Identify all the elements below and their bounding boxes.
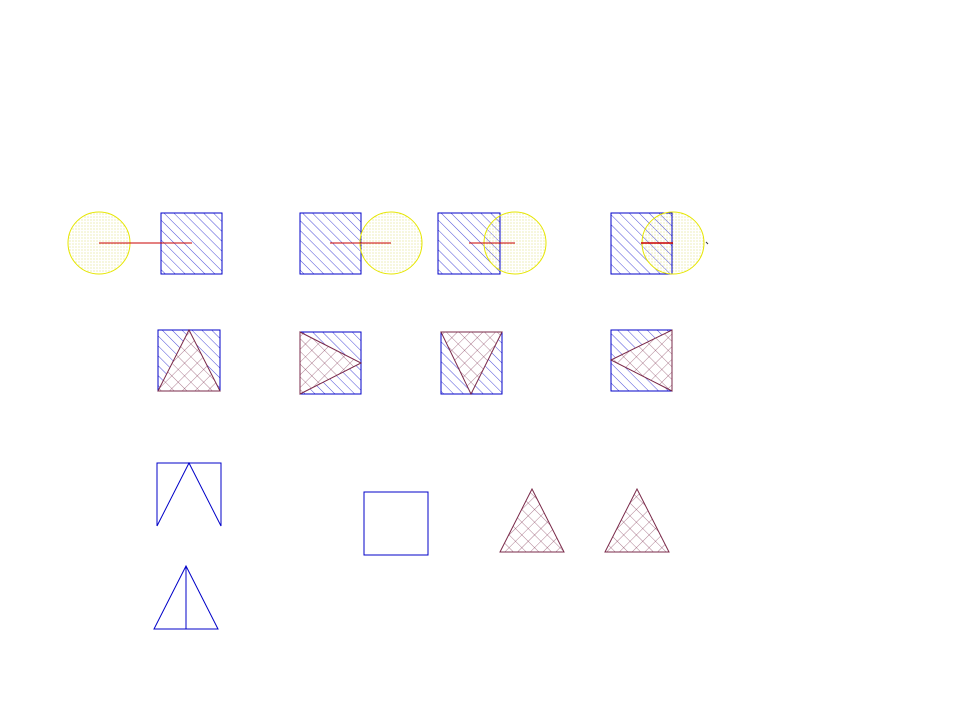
square-triangle-left [609,329,673,392]
pair-3 [437,211,547,275]
result-triangle-2 [604,487,670,553]
row-square-triangle [157,328,673,396]
empty-square-outline [363,491,429,556]
pair-4 [610,211,709,275]
square-triangle-down [440,331,503,396]
notched-square-outline [156,461,222,527]
crosshatch-triangle-fill [157,328,221,392]
square-triangle-up [157,328,221,392]
crosshatch-triangle-fill [299,331,363,395]
row-split-triangle [153,564,219,630]
row-circle-square [67,211,709,275]
pair-2 [299,211,423,275]
crosshatch-triangle-fill [609,329,673,392]
square-triangle-right [299,331,363,395]
tick-mark [705,241,709,245]
crosshatch-triangle-fill [440,331,503,396]
pair-1 [67,211,223,275]
result-triangle-1 [499,487,565,553]
row-results [156,461,670,556]
